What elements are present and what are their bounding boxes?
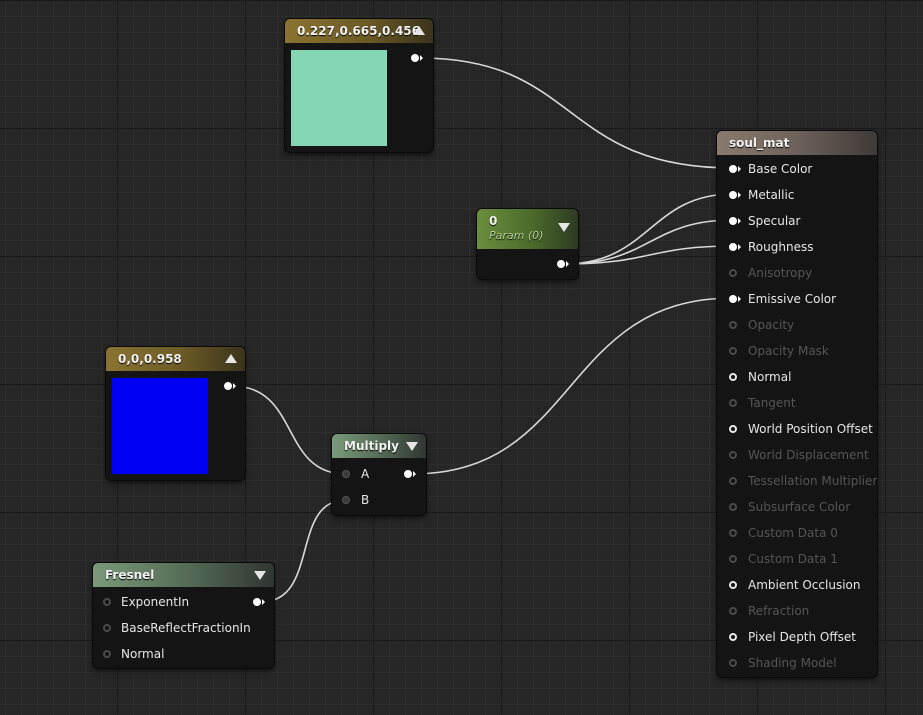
collapse-down-icon[interactable]	[254, 571, 266, 580]
input-label-metallic: Metallic	[748, 188, 795, 202]
input-pin-roughness[interactable]	[729, 243, 737, 251]
param-title: 0	[489, 214, 498, 228]
input-label-a: A	[361, 467, 370, 481]
output-arrow-icon	[233, 383, 236, 389]
output-pin[interactable]	[404, 470, 412, 478]
input-arrow-icon	[738, 218, 741, 224]
collapse-down-icon[interactable]	[406, 442, 418, 451]
constant-green-node[interactable]: 0.227,0.665,0.456	[285, 19, 433, 152]
output-pin[interactable]	[411, 54, 419, 62]
input-pin-base-reflect[interactable]	[103, 624, 111, 632]
input-pin-metallic[interactable]	[729, 191, 737, 199]
constant-blue-node[interactable]: 0,0,0.958	[106, 347, 245, 480]
input-label-normal: Normal	[121, 647, 165, 661]
constant-blue-title: 0,0,0.958	[118, 352, 182, 366]
input-label-base-reflect: BaseReflectFractionIn	[121, 621, 251, 635]
input-arrow-icon	[738, 244, 741, 250]
input-label-ambient-occlusion: Ambient Occlusion	[748, 578, 861, 592]
input-label-normal: Normal	[748, 370, 792, 384]
fresnel-title: Fresnel	[105, 568, 155, 582]
input-pin-tangent[interactable]	[729, 399, 737, 407]
collapse-down-icon[interactable]	[558, 223, 570, 232]
constant-green-header[interactable]: 0.227,0.665,0.456	[285, 19, 433, 43]
output-arrow-icon	[262, 599, 265, 605]
input-label-specular: Specular	[748, 214, 801, 228]
multiply-node[interactable]: Multiply A B	[332, 434, 426, 515]
wire-multiply-to-emissive	[411, 297, 734, 475]
input-arrow-icon	[738, 166, 741, 172]
fresnel-node[interactable]: Fresnel ExponentIn BaseReflectFractionIn…	[93, 563, 274, 668]
input-pin-shading-model[interactable]	[729, 659, 737, 667]
input-pin-tessellation-multiplier[interactable]	[729, 477, 737, 485]
color-swatch-blue	[112, 378, 208, 474]
fresnel-header[interactable]: Fresnel	[93, 563, 274, 587]
material-title: soul_mat	[729, 136, 790, 150]
input-pin-subsurface-color[interactable]	[729, 503, 737, 511]
collapse-up-icon[interactable]	[413, 26, 425, 35]
multiply-header[interactable]: Multiply	[332, 434, 426, 458]
input-arrow-icon	[738, 192, 741, 198]
input-pin-world-displacement[interactable]	[729, 451, 737, 459]
input-label-refraction: Refraction	[748, 604, 810, 618]
collapse-up-icon[interactable]	[225, 354, 237, 363]
input-pin-refraction[interactable]	[729, 607, 737, 615]
input-label-custom-data-1: Custom Data 1	[748, 552, 838, 566]
input-pin-custom-data-0[interactable]	[729, 529, 737, 537]
output-pin[interactable]	[224, 382, 232, 390]
input-label-shading-model: Shading Model	[748, 656, 837, 670]
input-arrow-icon	[738, 296, 741, 302]
input-pin-world-position-offset[interactable]	[729, 425, 737, 433]
input-pin-opacity[interactable]	[729, 321, 737, 329]
input-label-pixel-depth-offset: Pixel Depth Offset	[748, 630, 856, 644]
input-label-b: B	[361, 493, 370, 507]
input-label-base-color: Base Color	[748, 162, 813, 176]
input-label-custom-data-0: Custom Data 0	[748, 526, 838, 540]
param-node[interactable]: 0 Param (0)	[477, 209, 578, 279]
input-label-tessellation-multiplier: Tessellation Multiplier	[748, 474, 878, 488]
input-pin-emissive-color[interactable]	[729, 295, 737, 303]
input-label-world-displacement: World Displacement	[748, 448, 869, 462]
output-arrow-icon	[566, 261, 569, 267]
input-pin-opacity-mask[interactable]	[729, 347, 737, 355]
input-label-tangent: Tangent	[748, 396, 796, 410]
output-arrow-icon	[413, 471, 416, 477]
input-pin-normal[interactable]	[103, 650, 111, 658]
input-pin-pixel-depth-offset[interactable]	[729, 633, 737, 641]
constant-green-title: 0.227,0.665,0.456	[297, 24, 420, 38]
input-label-emissive-color: Emissive Color	[748, 292, 837, 306]
color-swatch-green	[291, 50, 387, 146]
constant-blue-header[interactable]: 0,0,0.958	[106, 347, 245, 371]
param-subtitle: Param (0)	[489, 229, 544, 242]
input-label-opacity: Opacity	[748, 318, 795, 332]
input-pin-ambient-occlusion[interactable]	[729, 581, 737, 589]
input-label-subsurface-color: Subsurface Color	[748, 500, 851, 514]
multiply-title: Multiply	[344, 439, 399, 453]
wire-param-to-specular	[563, 219, 734, 265]
param-header[interactable]: 0 Param (0)	[477, 209, 578, 249]
input-pin-exponent[interactable]	[103, 598, 111, 606]
output-arrow-icon	[420, 55, 423, 61]
input-label-world-position-offset: World Position Offset	[748, 422, 873, 436]
input-pin-anisotropy[interactable]	[729, 269, 737, 277]
output-pin[interactable]	[557, 260, 565, 268]
input-label-roughness: Roughness	[748, 240, 814, 254]
input-label-exponent: ExponentIn	[121, 595, 190, 609]
input-label-anisotropy: Anisotropy	[748, 266, 813, 280]
material-header[interactable]: soul_mat	[717, 131, 877, 155]
wire-blue-to-multiply-a	[231, 385, 347, 475]
input-pin-a[interactable]	[342, 470, 350, 478]
output-pin[interactable]	[253, 598, 261, 606]
input-pin-b[interactable]	[342, 496, 350, 504]
input-label-opacity-mask: Opacity Mask	[748, 344, 829, 358]
wire-param-to-metallic	[563, 193, 734, 265]
input-pin-normal[interactable]	[729, 373, 737, 381]
wire-param-to-roughness	[563, 245, 734, 265]
input-pin-base-color[interactable]	[729, 165, 737, 173]
input-pin-specular[interactable]	[729, 217, 737, 225]
wire-constant-to-base-color	[419, 57, 734, 169]
input-pin-custom-data-1[interactable]	[729, 555, 737, 563]
